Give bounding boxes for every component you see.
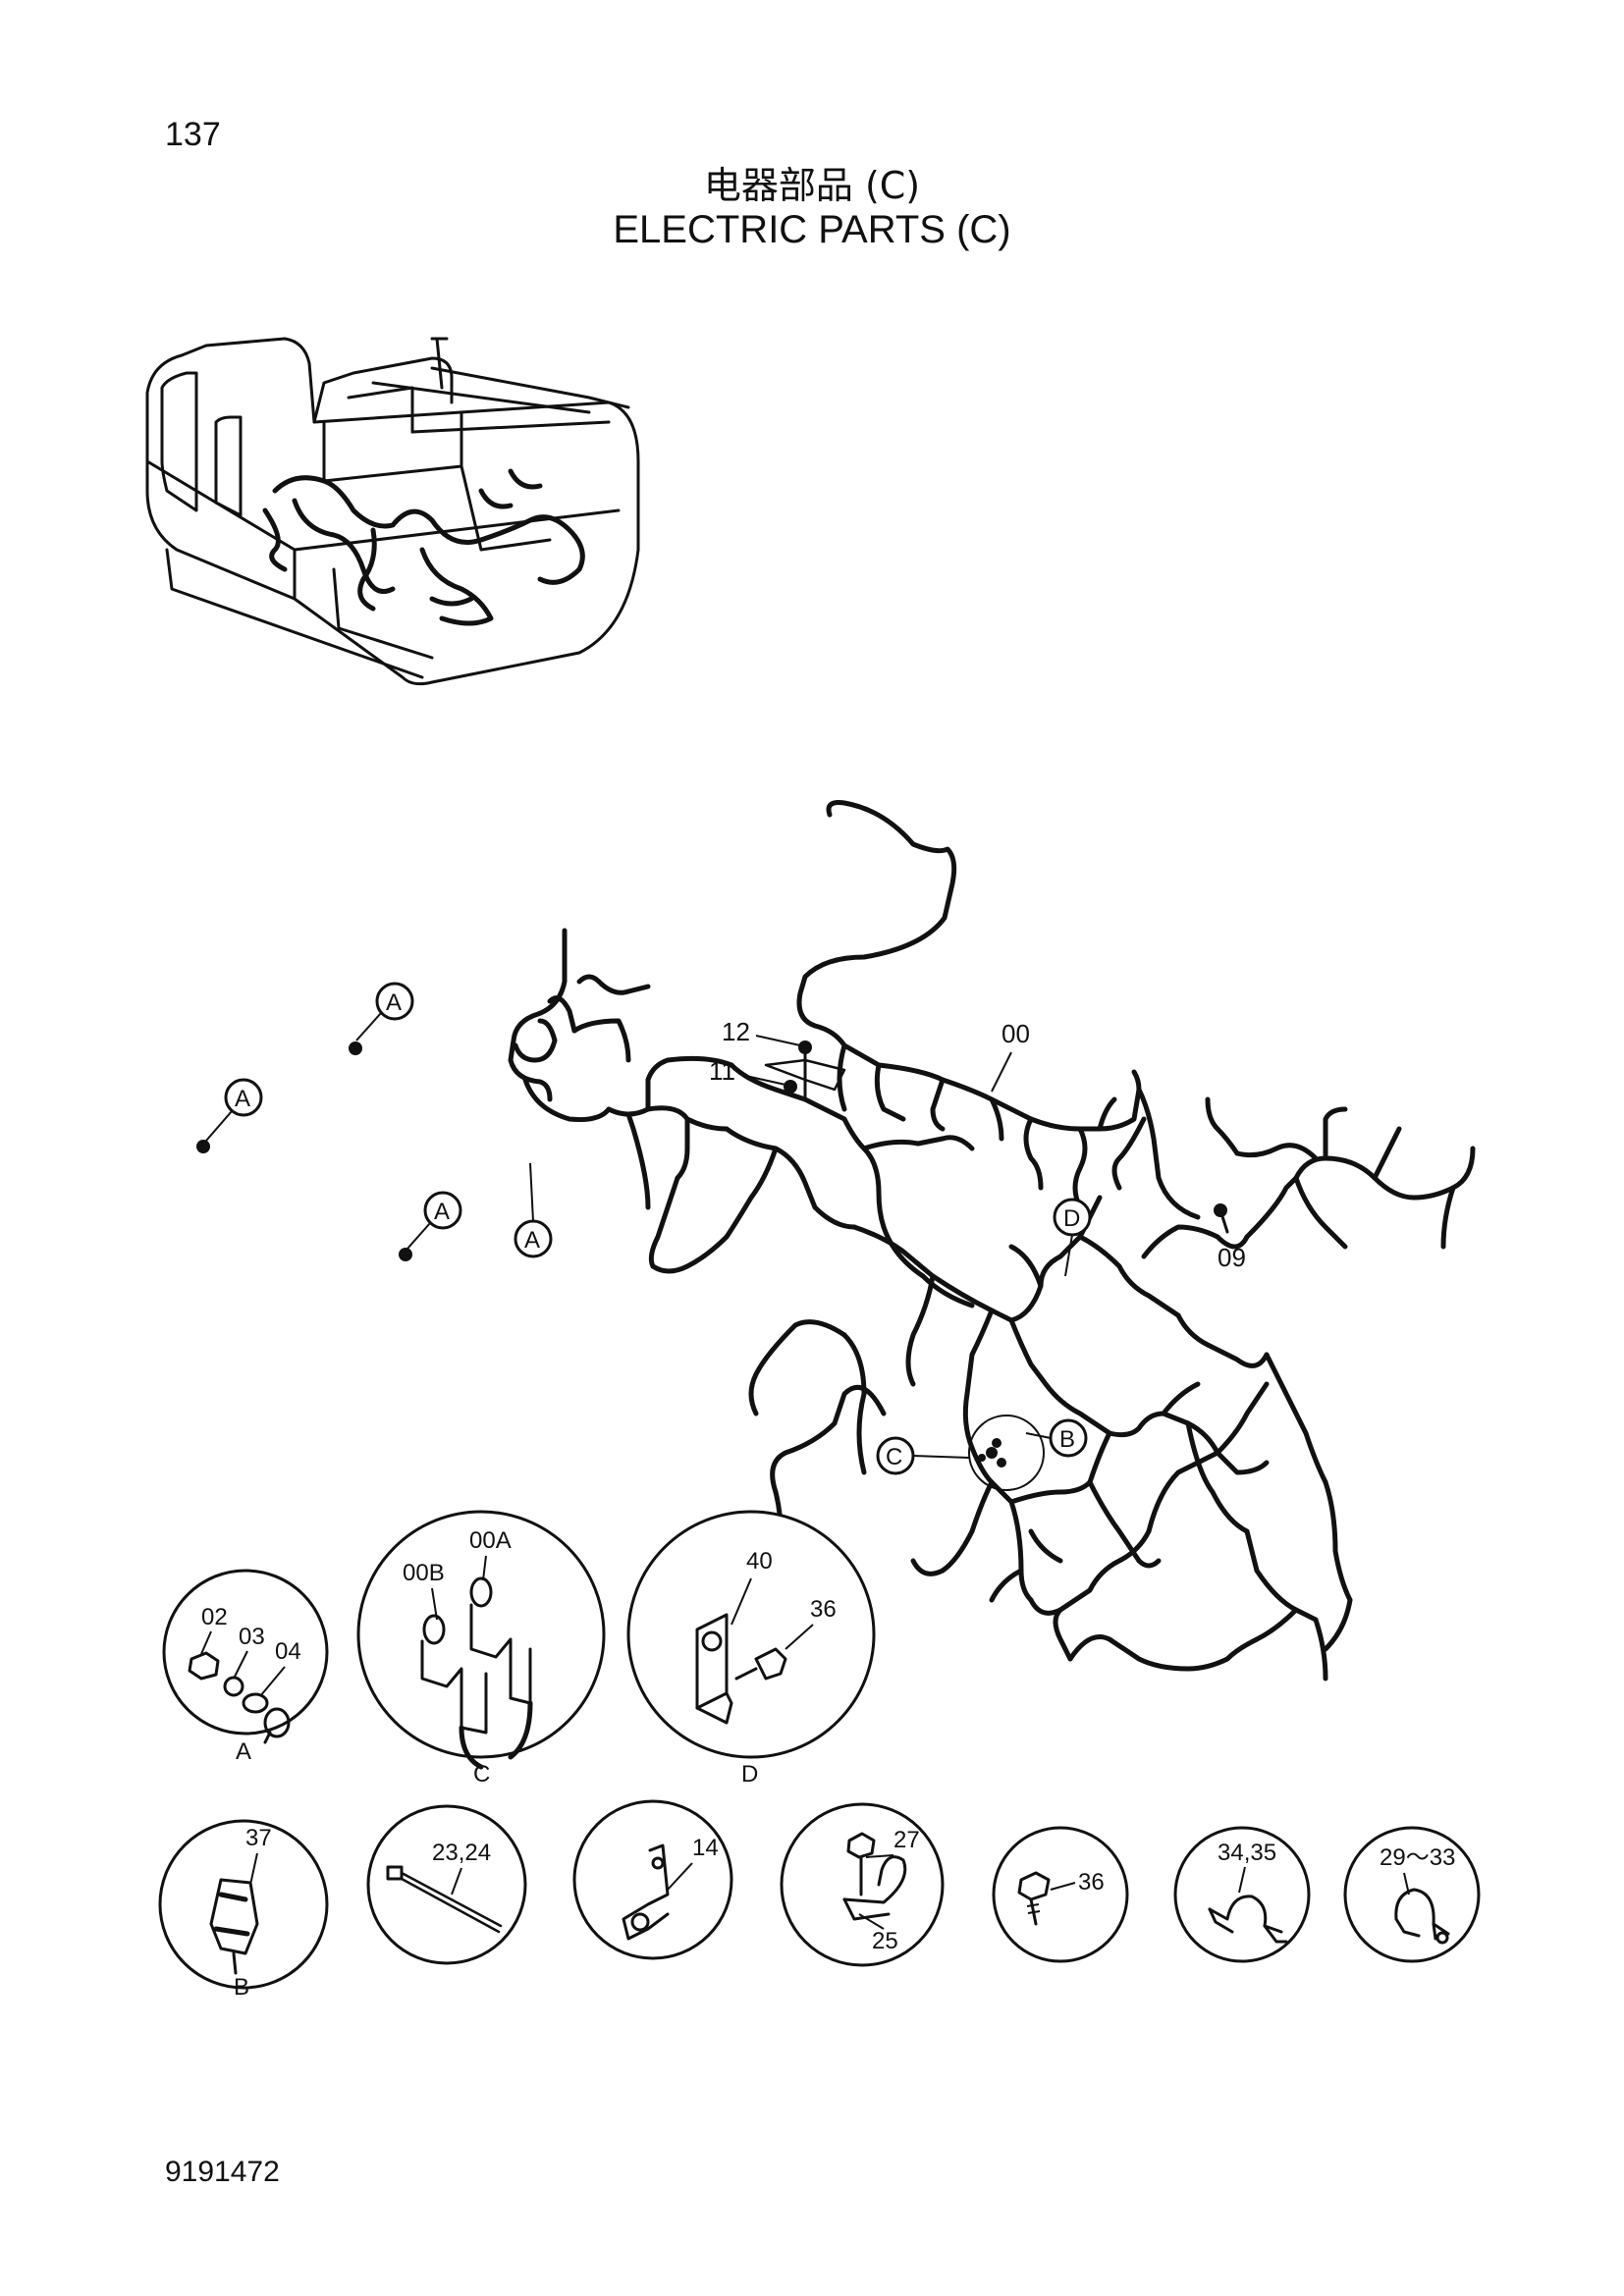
page-title-english: ELECTRIC PARTS (C) xyxy=(613,208,1011,251)
svg-text:A: A xyxy=(236,1738,251,1765)
svg-text:34,35: 34,35 xyxy=(1218,1840,1276,1866)
detail-c: 00B 00A C xyxy=(356,1510,606,1788)
svg-text:25: 25 xyxy=(872,1928,898,1954)
svg-text:B: B xyxy=(234,1974,249,2001)
svg-text:B: B xyxy=(1059,1426,1075,1453)
svg-text:A: A xyxy=(434,1199,450,1225)
detail-bracket: 14 xyxy=(572,1799,733,1960)
reference-marker-c: C xyxy=(876,1436,970,1475)
svg-text:27: 27 xyxy=(893,1827,920,1853)
svg-text:36: 36 xyxy=(1078,1869,1105,1896)
svg-text:00A: 00A xyxy=(469,1527,512,1554)
reference-marker-a-3: A xyxy=(399,1191,462,1261)
svg-text:D: D xyxy=(1063,1205,1080,1232)
svg-text:C: C xyxy=(886,1444,902,1470)
svg-text:A: A xyxy=(386,989,402,1016)
svg-text:C: C xyxy=(473,1761,490,1788)
svg-text:A: A xyxy=(524,1227,540,1254)
detail-clamp-34-35: 34,35 xyxy=(1173,1826,1311,1963)
svg-text:40: 40 xyxy=(746,1548,773,1575)
reference-marker-b: B xyxy=(1025,1418,1088,1458)
svg-text:14: 14 xyxy=(692,1835,719,1861)
detail-tie: 23,24 xyxy=(366,1804,527,1965)
detail-a: 02 03 04 A xyxy=(162,1569,329,1765)
svg-text:03: 03 xyxy=(239,1624,265,1650)
page-number: 137 xyxy=(165,116,221,153)
detail-clamp-29-33: 29～33 xyxy=(1343,1826,1481,1963)
svg-text:D: D xyxy=(741,1761,758,1788)
callout-11: 11 xyxy=(709,1056,735,1086)
svg-text:A: A xyxy=(235,1086,250,1112)
main-wiring-harness xyxy=(508,800,1476,1682)
reference-marker-a-1: A xyxy=(349,982,414,1055)
svg-text:04: 04 xyxy=(275,1638,301,1665)
document-number: 9191472 xyxy=(165,2156,280,2188)
svg-text:00B: 00B xyxy=(403,1560,445,1586)
svg-text:36: 36 xyxy=(810,1596,837,1623)
svg-text:37: 37 xyxy=(245,1825,272,1851)
callout-09: 09 xyxy=(1218,1243,1246,1272)
detail-b: 37 B xyxy=(158,1819,329,2001)
callout-00: 00 xyxy=(1001,1019,1030,1048)
svg-text:29～33: 29～33 xyxy=(1380,1844,1455,1871)
svg-text:23,24: 23,24 xyxy=(432,1840,491,1866)
detail-d: 40 36 D xyxy=(626,1510,876,1788)
reference-marker-a-2: A xyxy=(196,1078,263,1153)
reference-marker-d: D xyxy=(1053,1198,1092,1277)
excavator-overview-illustration xyxy=(145,337,640,686)
svg-text:02: 02 xyxy=(201,1604,228,1630)
reference-marker-a-4: A xyxy=(514,1162,553,1258)
page-title-chinese: 电器部品 (C) xyxy=(703,164,921,207)
detail-clip: 27 25 xyxy=(780,1802,945,1967)
callout-12: 12 xyxy=(722,1017,750,1046)
detail-bolt: 36 xyxy=(992,1826,1129,1963)
